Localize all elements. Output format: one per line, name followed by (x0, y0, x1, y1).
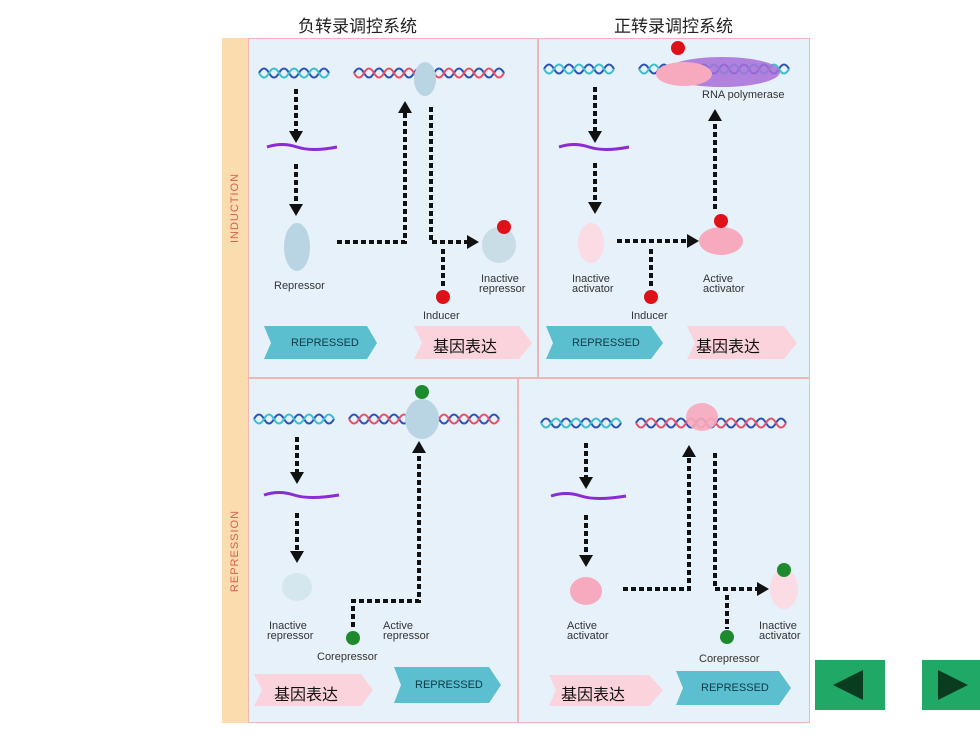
inactive-activator-protein (578, 223, 604, 263)
positive-control-title: 正转录调控系统 (614, 17, 733, 37)
rna-polymerase-label: RNA polymerase (702, 89, 785, 101)
induction-side-bar: INDUCTION (222, 38, 248, 378)
next-slide-button[interactable] (922, 660, 980, 710)
gene-expression-text: 基因表达 (561, 685, 626, 704)
negative-control-title: 负转录调控系统 (298, 17, 417, 37)
repressed-text: REPRESSED (701, 682, 769, 694)
active-activator-label: activator (567, 630, 609, 642)
inactive-label: Inactive (572, 273, 610, 285)
inducer-label: Inducer (631, 310, 668, 322)
left-arrow-icon (833, 670, 863, 700)
positive-induction-diagram (543, 41, 797, 359)
inactive-label: Inactive (269, 620, 307, 632)
repressed-text: REPRESSED (572, 337, 640, 349)
inactive-repressor-label: repressor (479, 283, 526, 295)
inactive-label: Inactive (759, 620, 797, 632)
negative-induction-diagram (258, 62, 532, 359)
mrna (266, 143, 338, 151)
panel-negative-induction: Repressor Inactive repressor Inducer REP… (248, 38, 538, 378)
gene-expression-text: 基因表达 (696, 337, 761, 356)
bound-repressor (414, 62, 436, 96)
repressor-label: Repressor (274, 280, 325, 292)
inactive-activator-label: activator (572, 283, 614, 295)
inactive-repressor-label: repressor (267, 630, 314, 642)
panel-positive-induction: RNA polymerase Inactive activator Active… (538, 38, 810, 378)
panel-positive-repression: Active activator Inactive activator Core… (518, 378, 810, 723)
repressor-protein (284, 223, 310, 271)
repression-label: REPRESSION (229, 509, 241, 592)
active-label: Active (703, 273, 733, 285)
expression-arrow (414, 326, 532, 359)
active-activator-protein (699, 227, 743, 255)
inactive-repressor-protein (482, 227, 516, 263)
repressed-text: REPRESSED (291, 337, 359, 349)
bound-activator (656, 62, 712, 86)
corepressor-label: Corepressor (699, 653, 760, 665)
active-activator-label: activator (703, 283, 745, 295)
inducer-label: Inducer (423, 310, 460, 322)
negative-repression-diagram (253, 385, 501, 706)
inactive-label: Inactive (481, 273, 519, 285)
gene-expression-text: 基因表达 (274, 685, 339, 704)
gene-expression-text: 基因表达 (433, 337, 498, 356)
repression-side-bar: REPRESSION (222, 378, 248, 723)
active-repressor-label: repressor (383, 630, 430, 642)
repressed-arrow (264, 326, 377, 359)
active-label: Active (567, 620, 597, 632)
repressed-text: REPRESSED (415, 679, 483, 691)
prev-slide-button[interactable] (815, 660, 885, 710)
panel-negative-repression: Inactive repressor Active repressor Core… (248, 378, 518, 723)
active-label: Active (383, 620, 413, 632)
induction-label: INDUCTION (229, 172, 241, 244)
dna-left (258, 67, 330, 79)
right-arrow-icon (938, 670, 968, 700)
inducer-dot (436, 290, 450, 304)
inactive-activator-label: activator (759, 630, 801, 642)
positive-repression-diagram (540, 403, 798, 706)
corepressor-label: Corepressor (317, 651, 378, 663)
